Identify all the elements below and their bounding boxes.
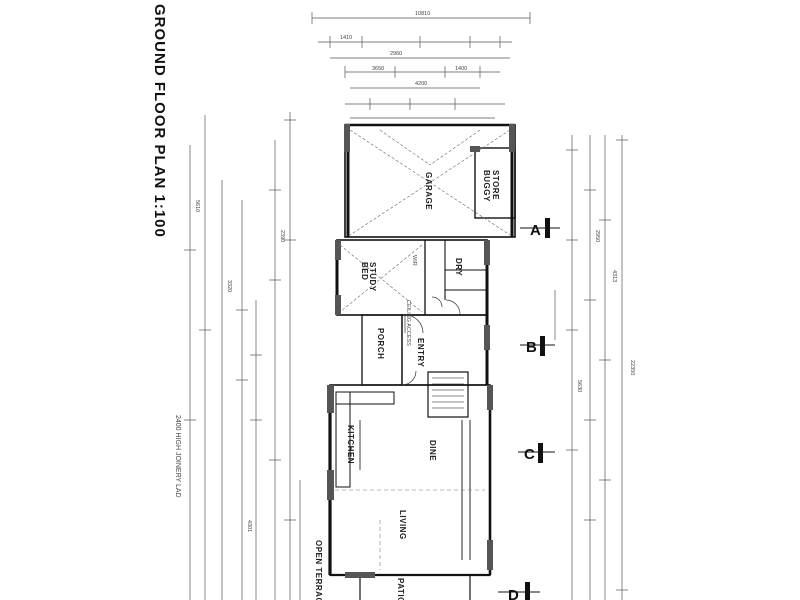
top-dimension-labels: 10810 1410 2960 3650 1400 4200	[340, 11, 467, 87]
top-dimension-lines	[311, 12, 531, 119]
dim-left-d: 2390	[279, 230, 285, 242]
dim-right-overall: 22350	[629, 360, 635, 375]
building-walls	[328, 123, 516, 600]
section-label-a: A	[530, 222, 541, 239]
label-ceiling-access: CEILING ACCESS	[405, 300, 411, 346]
room-label-buggy: BUGGY	[482, 170, 491, 202]
label-wir: WIR	[411, 255, 417, 266]
room-label-store: STORE	[491, 170, 500, 200]
room-label-bed: BED	[360, 262, 369, 280]
dim-right-a: 4313	[611, 270, 617, 282]
label-joinery-note: 2400 HIGH JOINERY LAD	[174, 415, 181, 498]
dim-top-b: 2960	[390, 51, 402, 57]
section-marker-b: B	[520, 336, 555, 356]
section-label-b: B	[526, 339, 537, 356]
room-label-living: LIVING	[398, 510, 407, 540]
section-marker-a: A	[520, 218, 560, 239]
section-marker-d: D	[498, 582, 540, 600]
section-label-d: D	[508, 587, 519, 600]
wall-hatching	[327, 124, 515, 578]
dim-right-c: 5630	[576, 380, 582, 392]
dim-left-b: 3320	[226, 280, 232, 292]
room-label-dine: DINE	[428, 440, 437, 461]
section-label-c: C	[524, 446, 535, 463]
room-label-dry: DRY	[454, 258, 463, 276]
dim-top-c: 3650	[372, 66, 384, 72]
dim-left-a: 5610	[194, 200, 200, 212]
room-label-garage: GARAGE	[424, 172, 433, 210]
dim-right-b: 2950	[594, 230, 600, 242]
left-dimension-labels: 5610 3320 4301 2390	[194, 200, 285, 532]
living-dashed-lines	[335, 489, 485, 570]
left-dimension-lines	[184, 112, 301, 600]
dim-top-a: 1410	[340, 35, 352, 41]
study-roof-lines	[339, 244, 423, 313]
right-dimension-lines	[554, 135, 628, 600]
door-swings	[401, 296, 461, 386]
room-label-study: STUDY	[368, 262, 377, 292]
dim-left-c: 4301	[246, 520, 252, 532]
garage-roof-lines	[349, 129, 511, 236]
dim-top-overall: 10810	[415, 11, 430, 17]
room-labels: GARAGE STORE BUGGY STUDY BED DRY PORCH E…	[174, 170, 500, 600]
section-markers: A B C D	[498, 218, 560, 600]
right-dimension-labels: 22350 4313 2950 5630	[576, 230, 635, 392]
dim-top-d: 1400	[455, 66, 467, 72]
room-label-kitchen: KITCHEN	[346, 425, 355, 464]
dim-top-e: 4200	[415, 81, 427, 87]
room-label-entry: ENTRY	[416, 338, 425, 367]
room-label-patio: PATIO	[396, 578, 405, 600]
label-open-terrace: OPEN TERRACE	[314, 540, 323, 600]
room-label-porch: PORCH	[376, 328, 385, 359]
section-marker-c: C	[518, 443, 555, 463]
